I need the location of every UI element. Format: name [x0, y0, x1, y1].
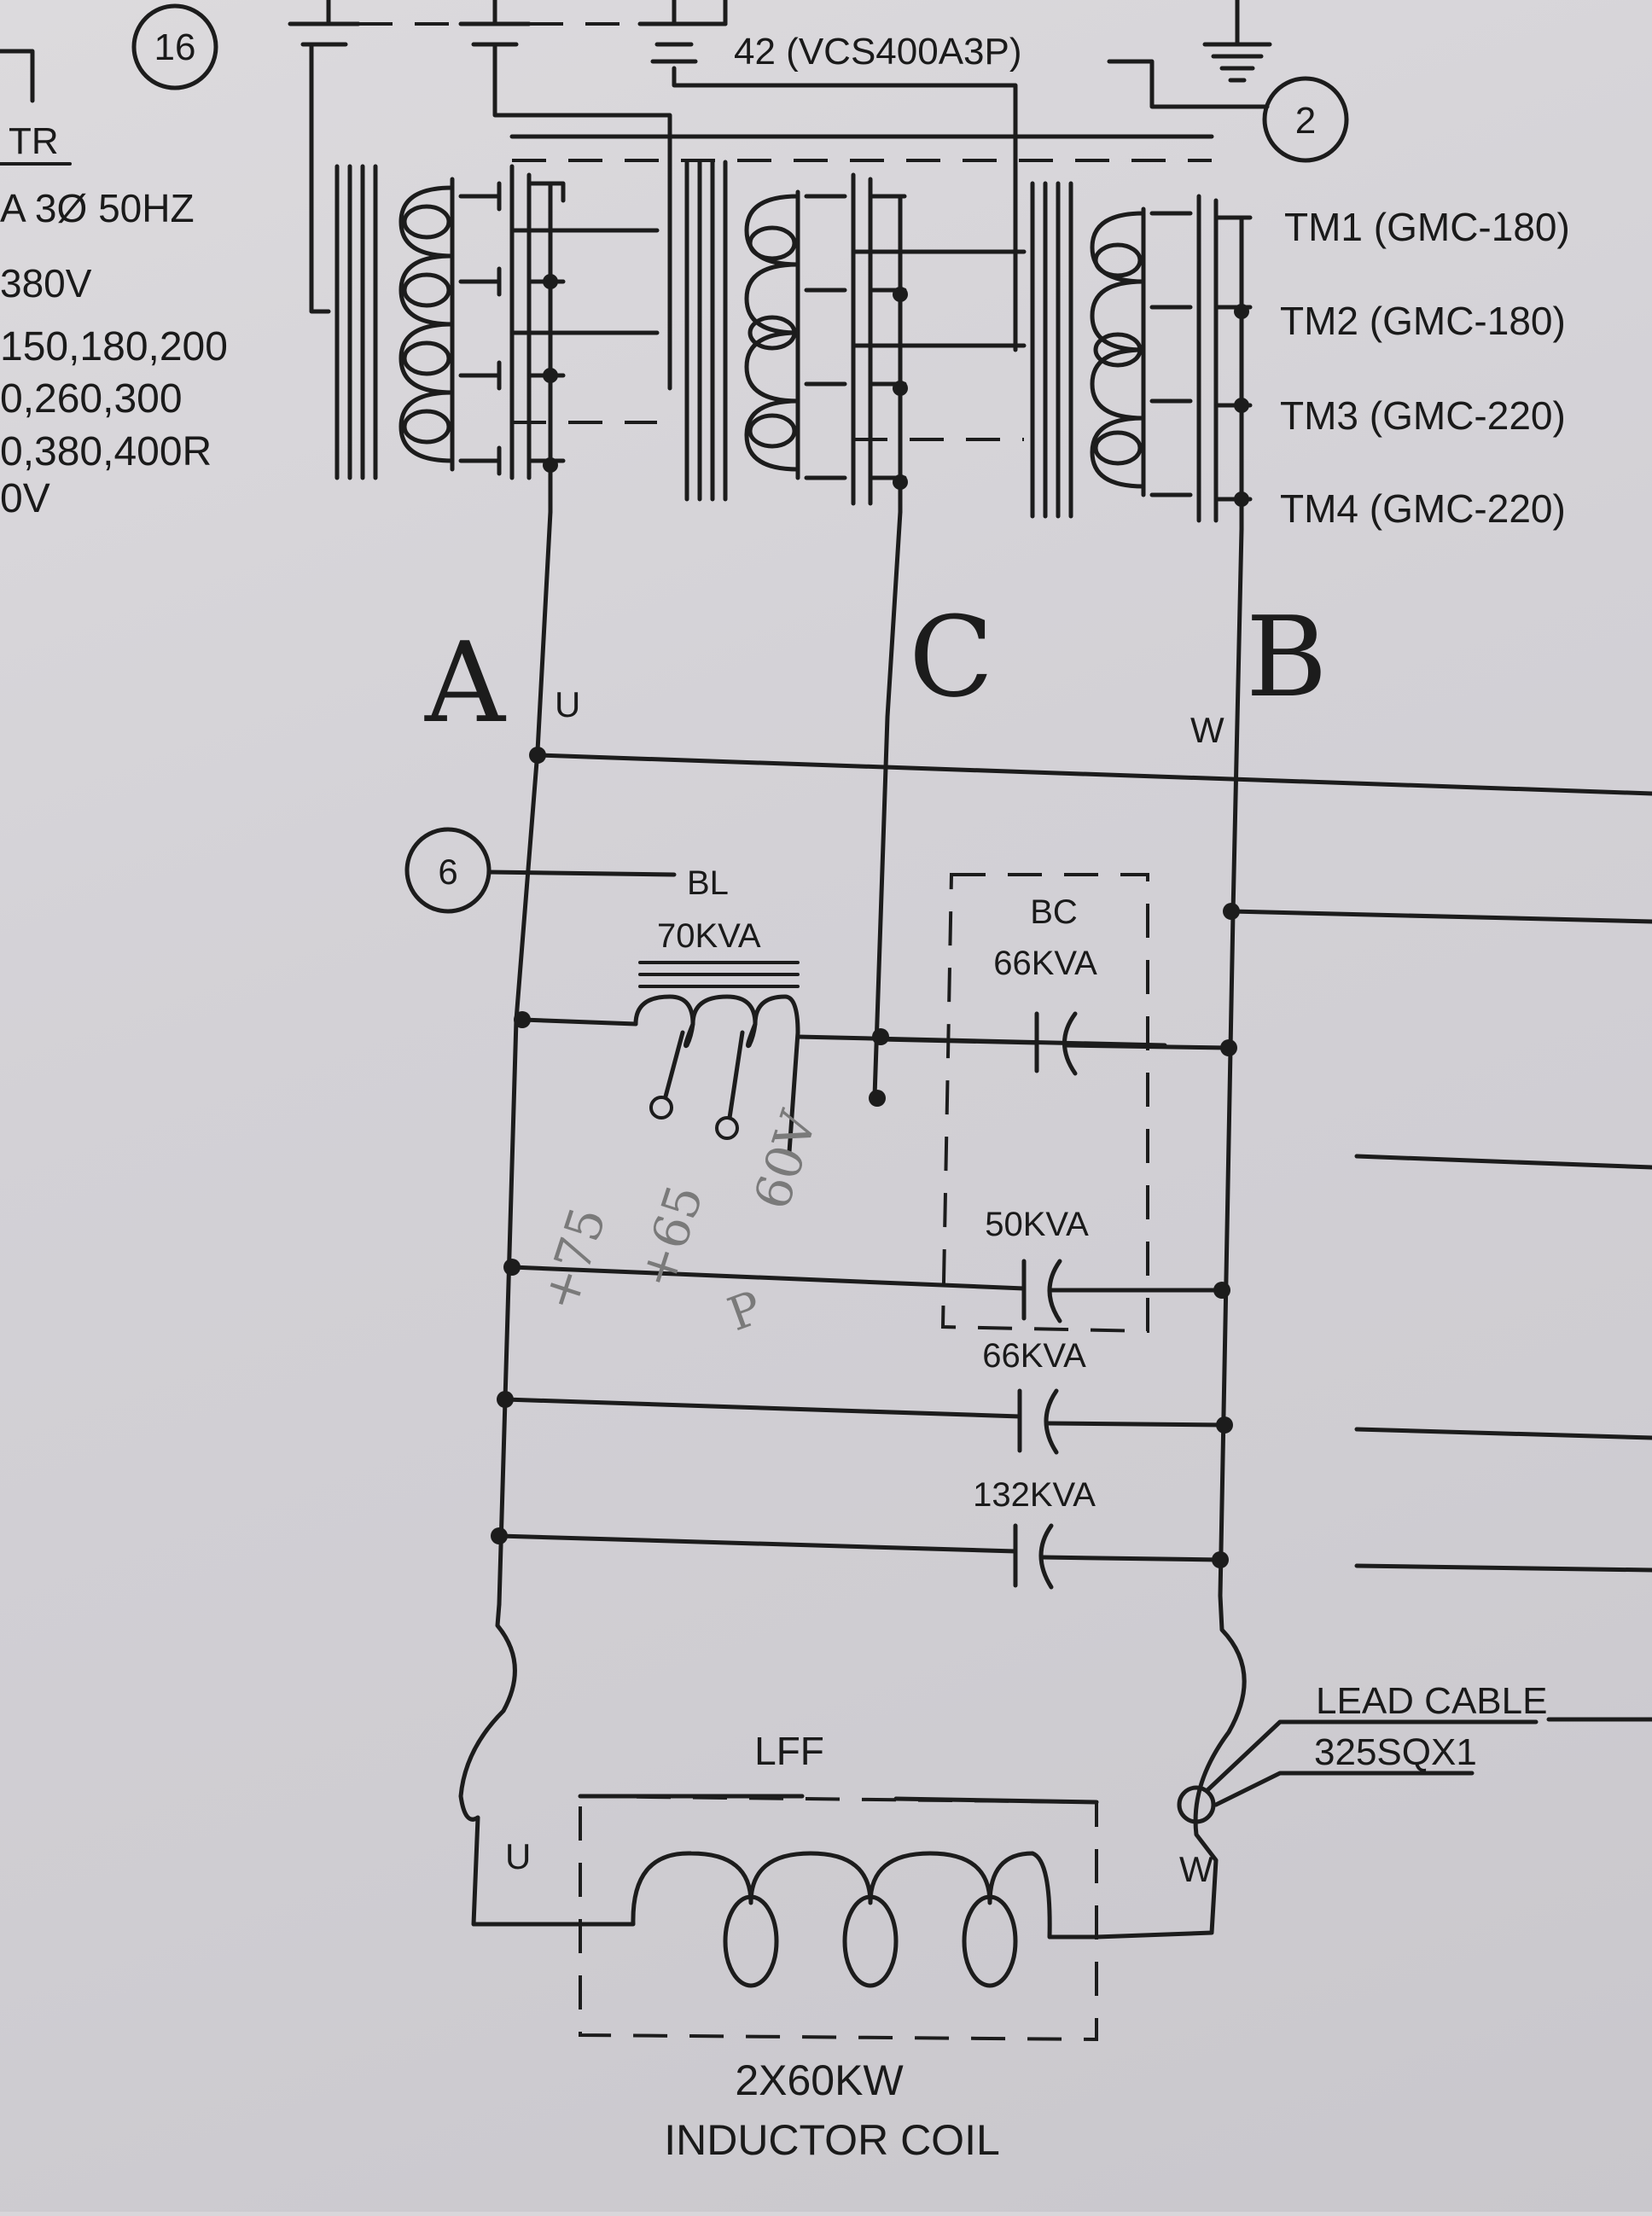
u-feed-right: [535, 753, 1652, 796]
capacitor-bank-bc: BC 66KVA: [878, 873, 1237, 1334]
supply-buses: [309, 42, 1214, 391]
pencil-note-65: +65: [627, 1178, 714, 1295]
taps-line-4: 0V: [0, 476, 50, 521]
lead-cable-line2: 325SQX1: [1314, 1731, 1477, 1773]
bc-dashed-frame: [940, 873, 1149, 1334]
transformer-2: [684, 160, 1027, 515]
cap-66-label: 66KVA: [982, 1337, 1086, 1375]
rating-block: 16 TR A 3Ø 50HZ 380V 150,180,200 0,260,3…: [0, 3, 228, 521]
lff-coil-icon: [578, 1851, 1099, 1940]
inductor-coil-lff: LFF U W 2X60KW INDUCTOR COIL: [505, 1729, 1213, 2164]
transformer-3: [1030, 181, 1253, 532]
phase-buses: [497, 509, 1652, 1607]
pencil-note-60v: 60V: [742, 1103, 829, 1216]
cap-132-label: 132KVA: [973, 1476, 1096, 1514]
breaker-row: 42 (VCS400A3P) 2: [288, 0, 1349, 163]
pencil-note-75: +75: [530, 1201, 617, 1317]
rating-label: A 3Ø 50HZ: [0, 186, 195, 230]
phase-a-letter: A: [424, 618, 507, 747]
pencil-note-p: P: [721, 1281, 769, 1342]
taps-line-1: 150,180,200: [0, 324, 228, 369]
lff-rating: 2X60KW: [735, 2056, 904, 2104]
circle-2-marker: [1262, 76, 1349, 163]
w-top-label: W: [1190, 710, 1224, 750]
w-lead-loop: [1094, 1593, 1247, 1940]
lff-name: LFF: [754, 1729, 824, 1773]
bracket-line: [0, 49, 35, 103]
cap-50-label: 50KVA: [985, 1206, 1089, 1243]
phase-a-bus: [497, 509, 553, 1607]
u-lead-loop: [458, 1602, 583, 1927]
u-top-label: U: [555, 684, 580, 724]
transformer-1: [334, 164, 660, 515]
right-feed-stubs: [1354, 1154, 1652, 1722]
w-bottom-label: W: [1179, 1849, 1213, 1889]
circle-16-marker: [131, 3, 218, 90]
breaker-label: 42 (VCS400A3P): [734, 31, 1022, 73]
capacitor-66kva: 66KVA: [497, 1337, 1233, 1455]
tm1-label: TM1 (GMC-180): [1284, 205, 1570, 249]
lead-cable-clamp-icon: [1177, 1785, 1216, 1824]
lff-dashed-frame: [579, 1794, 1098, 2042]
bc-name: BC: [1030, 893, 1078, 931]
lff-description: INDUCTOR COIL: [664, 2116, 1000, 2164]
reactor-name: BL: [687, 864, 729, 902]
reactor-rating: 70KVA: [657, 917, 761, 955]
lead-cable-line1: LEAD CABLE: [1316, 1680, 1547, 1722]
bc-rating-1: 66KVA: [993, 945, 1097, 982]
tm3-label: TM3 (GMC-220): [1280, 393, 1566, 438]
circle-6-label: 6: [438, 852, 457, 892]
phase-b-letter: B: [1246, 592, 1328, 722]
reactor-coil-icon: [633, 994, 800, 1035]
taps-line-2: 0,260,300: [0, 376, 183, 422]
breaker-to-2-line: [1107, 59, 1270, 109]
capacitor-50kva: 50KVA: [503, 1206, 1230, 1323]
lead-cable-leader: [1205, 1719, 1539, 1793]
circle-16-label: 16: [154, 26, 196, 68]
u-bottom-label: U: [505, 1836, 531, 1876]
taps-line-3: 0,380,400R: [0, 429, 212, 474]
tr-label: TR: [9, 120, 59, 162]
circle-2-label: 2: [1295, 100, 1316, 142]
tm4-label: TM4 (GMC-220): [1280, 486, 1566, 531]
tm2-label: TM2 (GMC-180): [1280, 299, 1566, 343]
transformer-labels: TM1 (GMC-180) TM2 (GMC-180) TM3 (GMC-220…: [1280, 205, 1570, 531]
phase-labels: A U C B W: [424, 592, 1328, 750]
voltage-label: 380V: [0, 261, 92, 305]
phase-c-letter: C: [909, 592, 993, 722]
phase-c-bus: [872, 509, 903, 1099]
capacitor-132kva: 132KVA: [491, 1476, 1229, 1590]
pencil-notes: +75 +65 60V: [530, 1103, 829, 1317]
phase-b-bus: [1218, 526, 1244, 1598]
lead-loops: LEAD CABLE 325SQX1: [458, 1593, 1547, 1940]
w-feed-right: [1229, 909, 1652, 924]
